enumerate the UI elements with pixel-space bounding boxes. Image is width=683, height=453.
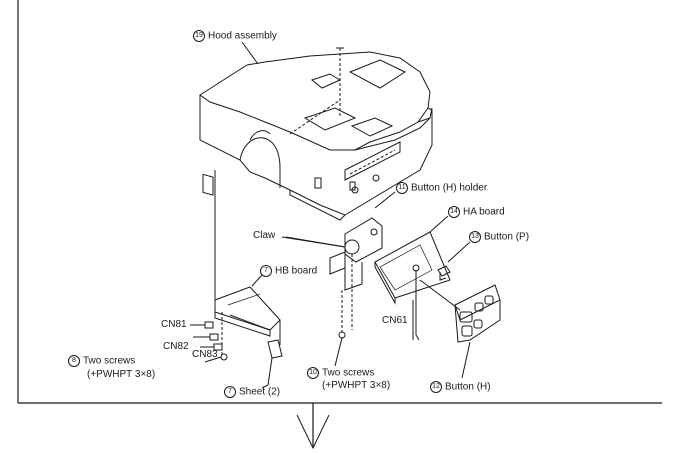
label-screws-mid-spec: (+PWHPT 3×8) xyxy=(322,380,390,392)
button-p-text: Button (P) xyxy=(484,231,530,243)
claw-leader xyxy=(281,236,346,248)
page-frame xyxy=(17,0,662,450)
sheet-text: Sheet (2) xyxy=(239,386,281,398)
hood-text: Hood assembly xyxy=(208,30,277,42)
button-h-number: 12 xyxy=(430,381,442,393)
connectors xyxy=(190,321,223,351)
button-h-text: Button (H) xyxy=(445,381,491,393)
screws-mid-number: 10 xyxy=(307,367,319,379)
cn83-text: CN83 xyxy=(192,349,218,360)
sheet-number: 7 xyxy=(224,386,236,398)
hb-board xyxy=(214,170,281,345)
screws-mid-text: Two screws xyxy=(322,367,375,379)
ha-board-text: HA board xyxy=(463,206,505,218)
screws-mid-spec: (+PWHPT 3×8) xyxy=(322,380,391,391)
hood-number: 19 xyxy=(193,30,205,42)
screws-left xyxy=(204,312,228,363)
label-claw: Claw xyxy=(253,230,275,242)
cn61-text: CN61 xyxy=(382,315,408,326)
screws-left-spec: (+PWHPT 3×8) xyxy=(87,369,156,380)
label-cn83: CN83 xyxy=(192,349,218,361)
screws-left-number: 8 xyxy=(68,355,80,367)
button-h-holder-number: 11 xyxy=(396,182,408,194)
hood-assembly xyxy=(199,41,433,221)
label-cn81: CN81 xyxy=(161,319,187,331)
sheet-2 xyxy=(261,339,283,389)
label-cn61: CN61 xyxy=(382,315,408,327)
button-p xyxy=(437,241,471,281)
cn82-text: CN82 xyxy=(163,341,189,352)
hb-board-text: HB board xyxy=(275,265,318,277)
label-cn82: CN82 xyxy=(163,341,189,353)
claw-text: Claw xyxy=(253,230,276,241)
screws-left-text: Two screws xyxy=(83,355,136,367)
cn81-text: CN81 xyxy=(161,319,187,330)
screws-mid xyxy=(334,290,346,367)
button-p-number: 13 xyxy=(469,231,481,243)
button-h xyxy=(419,279,501,379)
label-screws-left-spec: (+PWHPT 3×8) xyxy=(87,369,155,381)
button-h-holder-text: Button (H) holder xyxy=(411,182,488,194)
ha-board xyxy=(374,215,451,341)
hb-board-number: 7 xyxy=(260,265,272,277)
ha-board-number: 14 xyxy=(448,206,460,218)
